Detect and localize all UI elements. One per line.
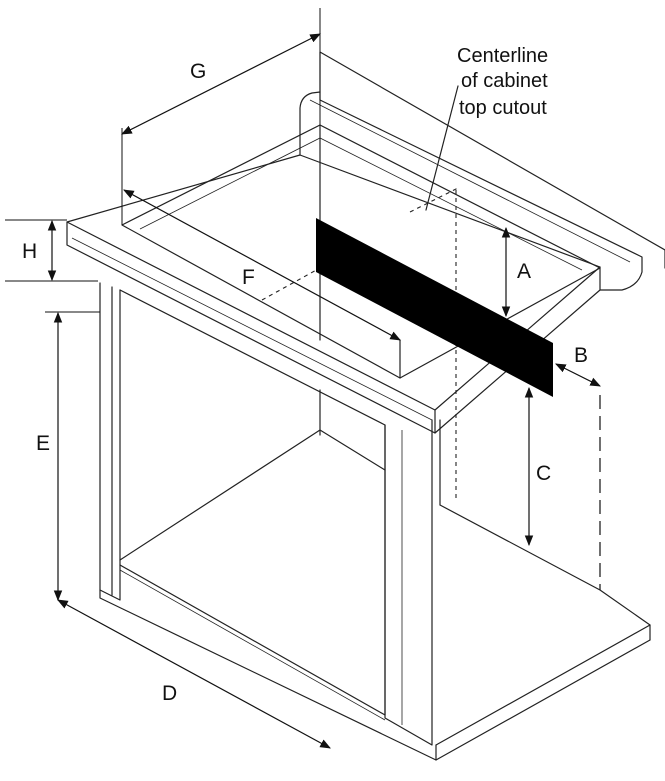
callout-line-3: top cutout <box>459 97 547 119</box>
label-d: D <box>162 682 177 705</box>
dimension-d: D <box>57 599 331 749</box>
callout-line-1: Centerline <box>457 45 548 67</box>
dimension-a: A <box>501 226 531 318</box>
cabinet-body <box>99 282 651 761</box>
label-a: A <box>517 260 531 283</box>
black-panel <box>316 218 553 397</box>
centerline-callout: Centerline of cabinet top cutout <box>457 45 548 119</box>
callout-line-2: of cabinet <box>461 70 548 92</box>
dimension-g: G <box>121 8 321 225</box>
label-e: E <box>36 432 50 455</box>
label-h: H <box>22 240 37 263</box>
label-c: C <box>536 462 551 485</box>
label-g: G <box>190 60 206 83</box>
callout-leader <box>425 85 459 211</box>
dimension-h: H <box>5 219 98 282</box>
dimension-c: C <box>524 386 551 547</box>
dimension-f: F <box>123 189 401 341</box>
countertop <box>66 51 665 434</box>
label-b: B <box>574 344 588 367</box>
dimension-b: B <box>555 344 601 387</box>
label-f: F <box>242 266 255 289</box>
dimension-e: E <box>36 311 100 602</box>
